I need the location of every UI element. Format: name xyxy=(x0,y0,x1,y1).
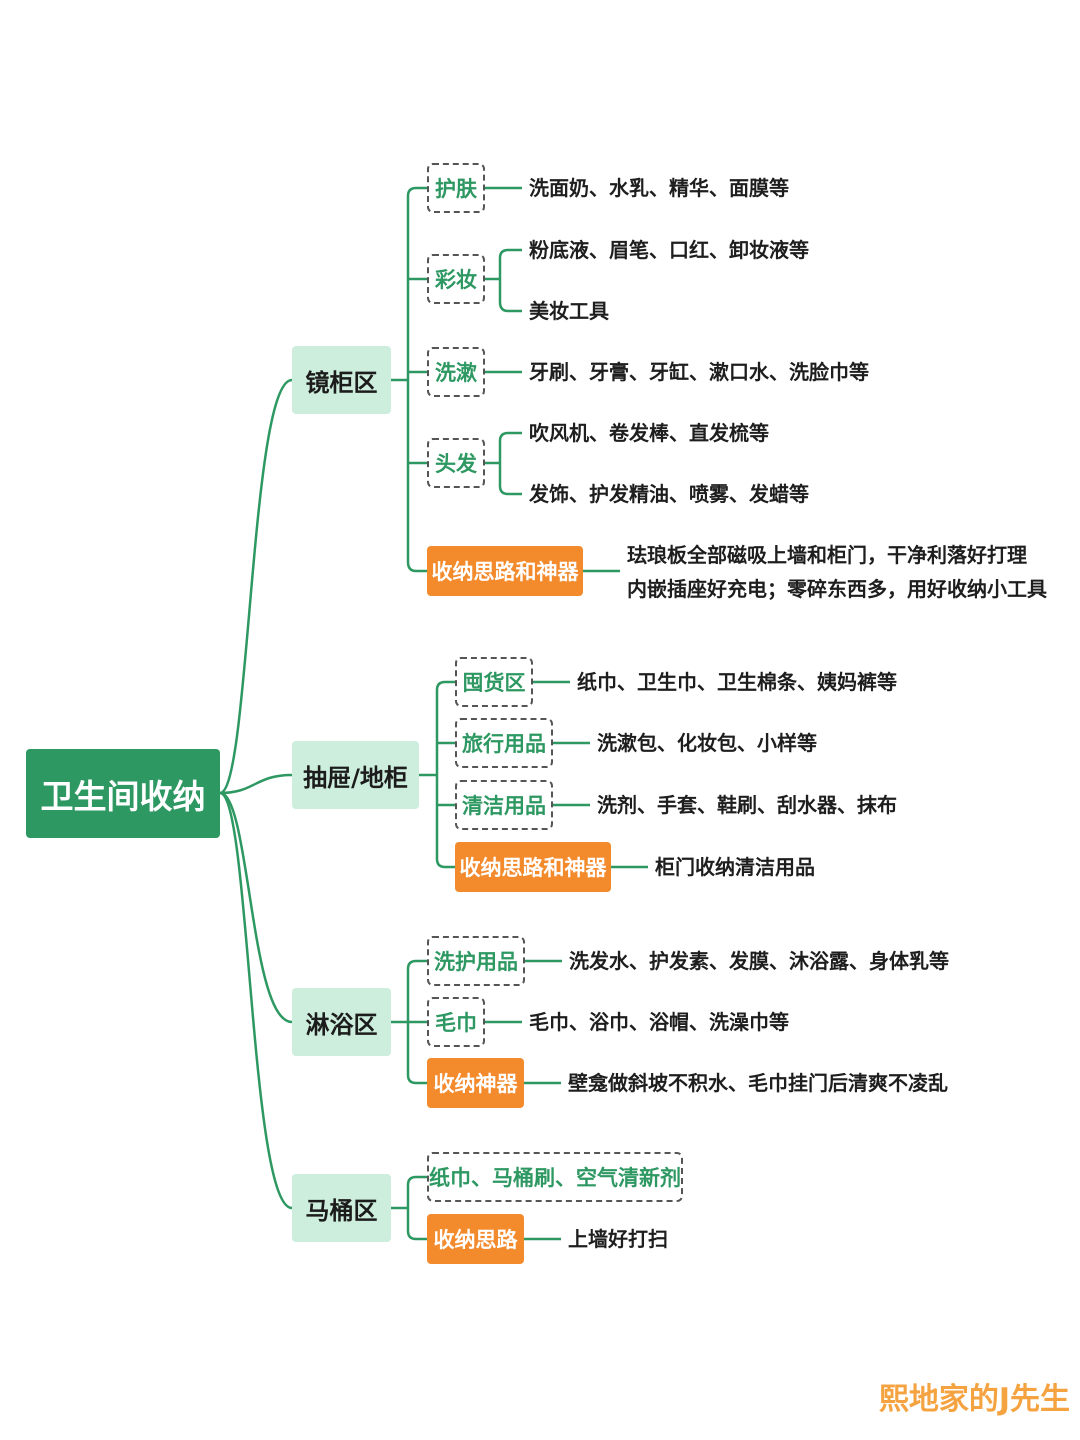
tip-drawer-line-1: 柜门收纳清洁用品 xyxy=(655,855,815,879)
tip-mirror-cabinet: 收纳思路和神器 xyxy=(427,546,583,596)
leaf-hair-tools: 吹风机、卷发棒、直发梳等 xyxy=(529,421,769,445)
tip-shower-line-1: 壁龛做斜坡不积水、毛巾挂门后清爽不凌乱 xyxy=(568,1071,948,1095)
sub-travel: 旅行用品 xyxy=(455,718,553,768)
leaf-stockpile-items: 纸巾、卫生巾、卫生棉条、姨妈裤等 xyxy=(577,670,897,694)
leaf-travel-items: 洗漱包、化妆包、小样等 xyxy=(597,731,817,755)
leaf-skincare-items: 洗面奶、水乳、精华、面膜等 xyxy=(529,176,789,200)
sub-toilet-items: 纸巾、马桶刷、空气清新剂 xyxy=(427,1152,683,1202)
tip-mirror-line-2: 内嵌插座好充电；零碎东西多，用好收纳小工具 xyxy=(627,577,1047,601)
sub-cleaning: 清洁用品 xyxy=(455,780,553,830)
leaf-makeup-items: 粉底液、眉笔、口红、卸妆液等 xyxy=(529,238,809,262)
leaf-towels-items: 毛巾、浴巾、浴帽、洗澡巾等 xyxy=(529,1010,789,1034)
sub-washing: 洗漱 xyxy=(427,347,485,397)
tip-drawer-cabinet: 收纳思路和神器 xyxy=(455,842,611,892)
leaf-hair-care: 发饰、护发精油、喷雾、发蜡等 xyxy=(529,482,809,506)
tip-mirror-line-1: 珐琅板全部磁吸上墙和柜门，干净利落好打理 xyxy=(627,543,1027,567)
category-drawer-cabinet: 抽屉/地柜 xyxy=(292,741,419,809)
tip-shower-area: 收纳神器 xyxy=(427,1058,524,1108)
tip-toilet-line-1: 上墙好打扫 xyxy=(568,1227,668,1251)
sub-hair: 头发 xyxy=(427,438,485,488)
leaf-makeup-tools: 美妆工具 xyxy=(529,299,609,323)
root-node: 卫生间收纳 xyxy=(26,749,220,838)
category-shower-area: 淋浴区 xyxy=(292,988,391,1056)
sub-makeup: 彩妆 xyxy=(427,254,485,304)
sub-toiletries: 洗护用品 xyxy=(427,936,525,986)
category-mirror-cabinet: 镜柜区 xyxy=(292,346,391,414)
category-toilet-area: 马桶区 xyxy=(292,1174,391,1242)
tip-toilet-area: 收纳思路 xyxy=(427,1214,524,1264)
watermark: 熙地家的J先生 xyxy=(878,1382,1070,1417)
sub-stockpile: 囤货区 xyxy=(455,657,533,707)
leaf-washing-items: 牙刷、牙膏、牙缸、漱口水、洗脸巾等 xyxy=(529,360,869,384)
leaf-toiletries-items: 洗发水、护发素、发膜、沐浴露、身体乳等 xyxy=(569,949,949,973)
sub-skincare: 护肤 xyxy=(427,163,485,213)
leaf-cleaning-items: 洗剂、手套、鞋刷、刮水器、抹布 xyxy=(597,793,897,817)
sub-towels: 毛巾 xyxy=(427,997,485,1047)
